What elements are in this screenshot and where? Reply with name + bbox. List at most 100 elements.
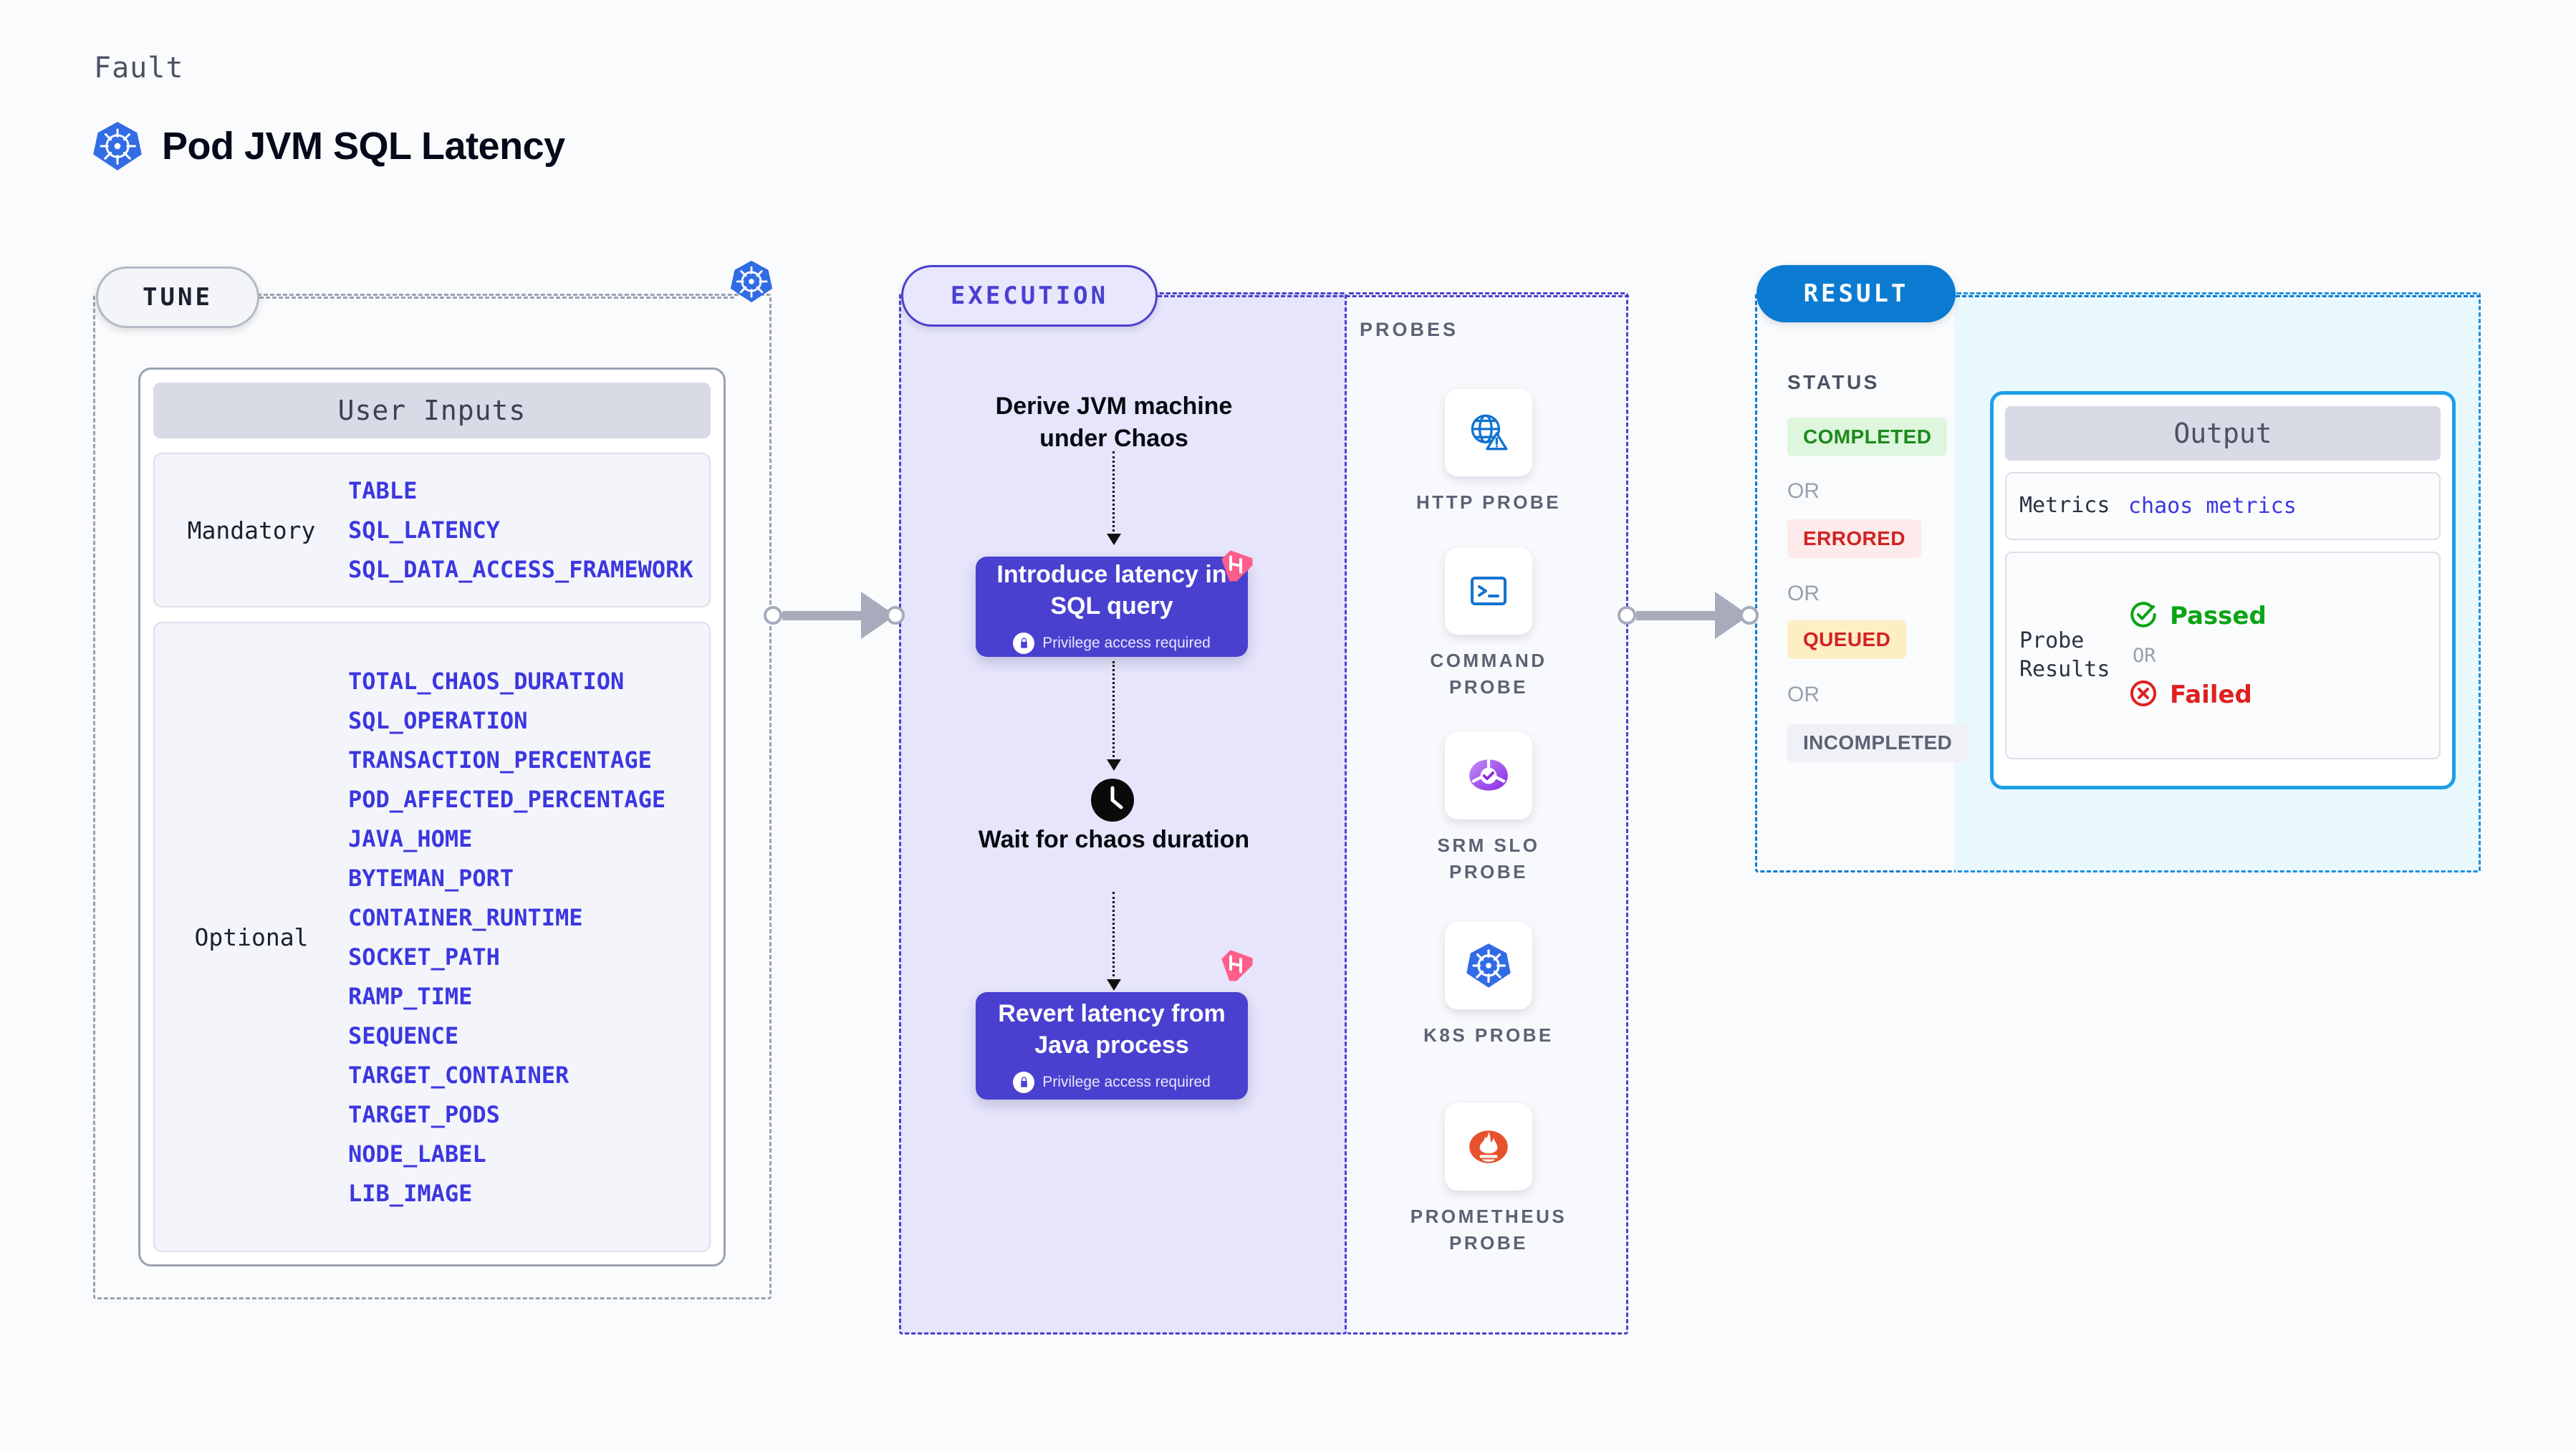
prometheus-icon [1445,1103,1532,1191]
probe-command[interactable]: COMMAND PROBE [1403,547,1575,701]
result-pill-connector [1956,295,2481,297]
mandatory-params-group: Mandatory TABLE SQL_LATENCY SQL_DATA_ACC… [153,453,711,607]
privilege-note-label: Privilege access required [1042,1073,1211,1090]
action-title: Revert latency from Java process [998,1000,1226,1059]
optional-params-list: TOTAL_CHAOS_DURATION SQL_OPERATION TRANS… [348,668,665,1207]
output-card: Output Metrics chaos metrics Probe Resul… [1990,391,2456,789]
kubernetes-icon [92,120,143,172]
param-item[interactable]: CONTAINER_RUNTIME [348,903,583,931]
user-inputs-title: User Inputs [153,383,711,438]
execution-step-wait: Wait for chaos duration [978,826,1250,853]
status-title: STATUS [1787,371,1880,393]
harness-logo-icon [1216,944,1256,988]
kubernetes-icon [729,259,774,307]
execution-pill[interactable]: EXECUTION [901,265,1158,327]
probes-to-result-connector [1618,592,1759,639]
x-circle-icon [2128,678,2158,712]
flow-arrow-line [1112,892,1115,981]
probe-k8s[interactable]: K8S PROBE [1403,922,1575,1049]
or-separator: OR [1787,582,1820,605]
output-probe-results-row: Probe Results Passed OR [2005,552,2441,759]
param-item[interactable]: NODE_LABEL [348,1140,486,1168]
param-item[interactable]: BYTEMAN_PORT [348,864,514,892]
tune-section-panel [93,294,772,1299]
param-item[interactable]: SQL_LATENCY [348,516,500,544]
probe-http[interactable]: HTTP PROBE [1403,389,1575,516]
status-badge: COMPLETED [1787,418,1948,456]
probe-results-values: Passed OR Failed [2128,600,2267,712]
param-item[interactable]: TARGET_PODS [348,1100,500,1128]
probe-results-key-label: Probe Results [2019,628,2110,683]
connector-start-dot [1618,606,1636,625]
flow-arrow-line [1112,661,1115,761]
fault-title-row: Pod JVM SQL Latency [92,120,565,172]
probe-result-passed: Passed [2128,600,2267,633]
terminal-icon [1445,547,1532,635]
action-title: Introduce latency in SQL query [996,561,1227,620]
metrics-value-link[interactable]: chaos metrics [2128,494,2297,519]
metrics-key-label: Metrics [2019,493,2110,519]
probes-title: PROBES [1360,319,1459,340]
srm-slo-icon [1445,732,1532,819]
probe-label: HTTP PROBE [1416,491,1562,513]
tune-pill[interactable]: TUNE [96,266,259,328]
mandatory-params-list: TABLE SQL_LATENCY SQL_DATA_ACCESS_FRAMEW… [348,477,693,583]
param-item[interactable]: LIB_IMAGE [348,1179,473,1207]
execution-pill-connector [1158,295,1629,297]
kubernetes-icon [1445,922,1532,1009]
output-title: Output [2005,406,2441,461]
probe-prometheus[interactable]: PROMETHEUS PROBE [1403,1103,1575,1256]
probe-label: K8S PROBE [1423,1024,1554,1046]
or-separator: OR [1787,479,1820,503]
param-item[interactable]: TRANSACTION_PERCENTAGE [348,746,652,774]
param-item[interactable]: TARGET_CONTAINER [348,1061,569,1089]
param-item[interactable]: TABLE [348,477,418,504]
mandatory-group-label: Mandatory [187,516,316,544]
flow-arrow-head [1107,759,1121,771]
execution-step-introduce-latency[interactable]: Introduce latency in SQL query Privilege… [976,557,1248,657]
param-item[interactable]: SOCKET_PATH [348,943,500,971]
flow-arrow-line [1112,451,1115,536]
check-circle-icon [2128,600,2158,633]
connector-bar [1636,610,1715,620]
flow-arrow-head [1107,534,1121,545]
execution-step-derive: Derive JVM machine under Chaos [995,393,1233,452]
probe-label: COMMAND PROBE [1430,650,1547,698]
lock-icon [1013,632,1035,654]
failed-label: Failed [2170,681,2252,709]
probe-srm-slo[interactable]: SRM SLO PROBE [1403,732,1575,885]
connector-start-dot [764,606,782,625]
user-inputs-card: User Inputs Mandatory TABLE SQL_LATENCY … [138,367,726,1266]
connector-end-dot [886,606,905,625]
optional-group-label: Optional [194,923,309,951]
flow-arrow-head [1107,979,1121,991]
param-item[interactable]: SQL_OPERATION [348,706,528,734]
output-metrics-row: Metrics chaos metrics [2005,472,2441,540]
or-separator: OR [2133,644,2156,667]
status-badge: ERRORED [1787,519,1921,558]
param-item[interactable]: JAVA_HOME [348,824,473,852]
optional-params-group: Optional TOTAL_CHAOS_DURATION SQL_OPERAT… [153,622,711,1252]
probe-label: SRM SLO PROBE [1437,835,1540,883]
tune-to-execution-connector [764,592,905,639]
param-item[interactable]: SEQUENCE [348,1021,459,1049]
or-separator: OR [1787,683,1820,706]
param-item[interactable]: SQL_DATA_ACCESS_FRAMEWORK [348,556,693,583]
param-item[interactable]: TOTAL_CHAOS_DURATION [348,667,625,695]
fault-kicker: Fault [94,52,184,85]
passed-label: Passed [2170,602,2267,630]
execution-step-revert-latency[interactable]: Revert latency from Java process Privile… [976,992,1248,1100]
param-item[interactable]: RAMP_TIME [348,982,473,1010]
param-item[interactable]: POD_AFFECTED_PERCENTAGE [348,785,666,813]
probe-result-failed: Failed [2128,678,2267,712]
page-title: Pod JVM SQL Latency [162,125,565,168]
status-badge: QUEUED [1787,620,1907,659]
privilege-note: Privilege access required [1013,1071,1211,1093]
result-pill[interactable]: RESULT [1756,265,1956,322]
privilege-note: Privilege access required [1013,632,1211,654]
status-badge: INCOMPLETED [1787,723,1969,762]
harness-logo-icon [1216,544,1256,588]
privilege-note-label: Privilege access required [1042,634,1211,651]
globe-warning-icon [1445,389,1532,476]
